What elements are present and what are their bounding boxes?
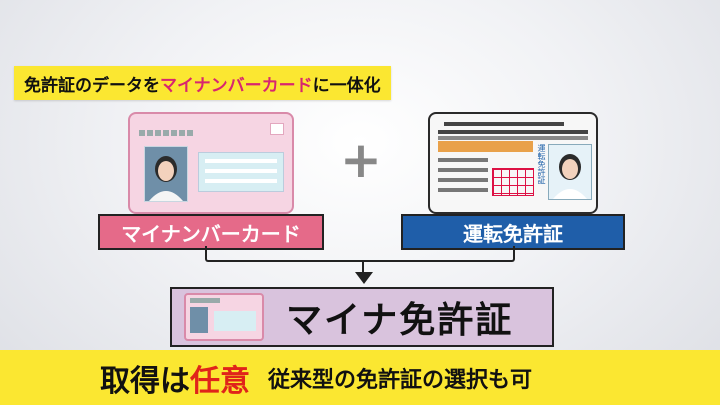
caption-sub: 従来型の免許証の選択も可 <box>268 367 533 393</box>
down-arrow-icon <box>355 272 373 284</box>
caption-band: 取得は任意従来型の免許証の選択も可 <box>0 350 720 405</box>
headline-part2: マイナンバーカード <box>160 75 313 96</box>
connector-line <box>205 246 515 262</box>
license-color-band <box>438 141 533 152</box>
mini-card-icon <box>184 293 264 341</box>
person-photo-icon <box>144 146 188 202</box>
caption-main: 取得は <box>100 363 190 399</box>
card-chip <box>270 123 284 135</box>
license-vertical-text: 運転免許証 <box>537 144 546 184</box>
license-label: 運転免許証 <box>401 214 625 250</box>
plus-icon: + <box>340 131 382 189</box>
headline-banner: 免許証のデータをマイナンバーカードに一体化 <box>14 66 391 100</box>
headline-part3: に一体化 <box>312 75 381 96</box>
card-dots <box>138 122 208 138</box>
mynumber-card-illustration <box>128 112 294 214</box>
caption-emphasis: 任意 <box>190 363 250 399</box>
mynumber-card-label: マイナンバーカード <box>98 214 324 250</box>
license-card-illustration: 運転免許証 <box>428 112 598 214</box>
card-info-lines <box>198 152 284 192</box>
result-title: マイナ免許証 <box>286 300 514 341</box>
person-photo-icon <box>548 144 592 200</box>
license-grid <box>492 168 534 196</box>
connector-stem <box>362 260 364 272</box>
result-box: マイナ免許証 <box>170 287 554 347</box>
headline-part1: 免許証のデータを <box>24 75 160 96</box>
